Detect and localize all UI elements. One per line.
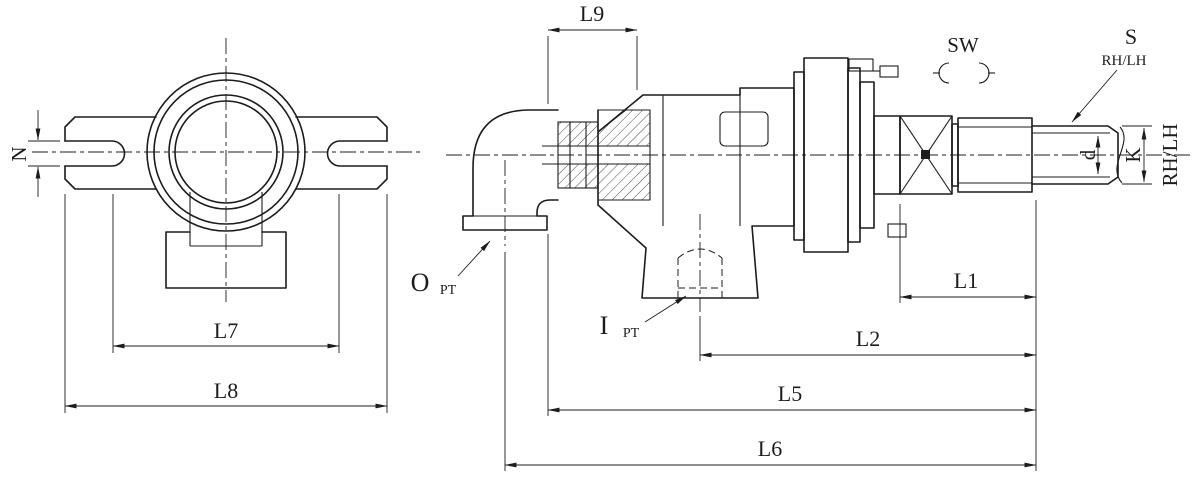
mounting-slot-left: [64, 140, 126, 167]
inlet-callout: I PT: [600, 295, 687, 341]
flange-stack: [793, 57, 907, 253]
dim-label-n: N: [7, 146, 31, 161]
mounting-slot-right: [326, 140, 388, 167]
dim-label-d: d: [1076, 149, 1100, 160]
dim-l2: L2: [699, 316, 1037, 361]
body-window-detail: [719, 111, 769, 147]
sw-label: SW: [947, 33, 979, 57]
dim-l8: L8: [64, 194, 388, 413]
dim-label-l5: L5: [778, 381, 802, 406]
inlet-unit-label: PT: [623, 326, 640, 341]
s-thread-label: RH/LH: [1102, 53, 1147, 69]
dim-label-l9: L9: [580, 1, 604, 26]
s-label: S: [1125, 24, 1137, 49]
side-view: L9 SW S RH/LH d K: [411, 1, 1190, 471]
dim-l9: L9: [547, 1, 638, 104]
sw-callout: SW: [933, 33, 995, 84]
bolt-head: [848, 58, 874, 72]
dim-label-l2: L2: [856, 326, 880, 351]
key-marker: [921, 150, 930, 159]
dim-n: N: [7, 110, 60, 197]
dim-label-l6: L6: [758, 436, 782, 461]
inlet-leader: [644, 295, 687, 323]
front-view: N L7 L8: [7, 38, 420, 413]
outlet-leader: [457, 240, 491, 277]
outlet-label: O: [411, 268, 430, 297]
hex-flats: [957, 117, 1033, 193]
threaded-end: [1031, 125, 1125, 185]
dim-k: K: [1121, 125, 1152, 185]
mounting-flange-left: [64, 116, 157, 190]
dim-l6: L6: [504, 252, 1037, 471]
drain-plug: [887, 223, 907, 238]
thread-nipple-section: [557, 121, 599, 189]
dim-l1: L1: [899, 204, 1037, 303]
dim-l7: L7: [112, 194, 340, 353]
outlet-callout: O PT: [411, 240, 491, 298]
s-leader: [1071, 69, 1118, 123]
dim-label-l8: L8: [214, 378, 238, 403]
dim-l5: L5: [547, 234, 1037, 416]
grease-fitting: [879, 65, 899, 78]
front-center-lines: [32, 38, 420, 302]
wrench-icon: [933, 62, 995, 84]
dim-d: d: [1076, 135, 1101, 175]
dim-label-l1: L1: [954, 268, 978, 293]
mounting-flange-right: [295, 116, 388, 190]
keyhole-slot: [189, 192, 263, 247]
shaft-thread-direction-label: RH/LH: [1158, 124, 1182, 187]
inlet-label: I: [600, 311, 609, 340]
base-block: [165, 192, 287, 289]
s-callout: S RH/LH: [1071, 24, 1147, 123]
housing-circles: [146, 72, 306, 232]
inlet-boss-thread: [677, 248, 723, 298]
pipe-break-line: [1116, 126, 1125, 184]
rotor-shaft: [873, 115, 1033, 195]
dim-label-l7: L7: [214, 318, 238, 343]
outlet-unit-label: PT: [440, 283, 457, 298]
dim-label-k: K: [1121, 147, 1145, 162]
